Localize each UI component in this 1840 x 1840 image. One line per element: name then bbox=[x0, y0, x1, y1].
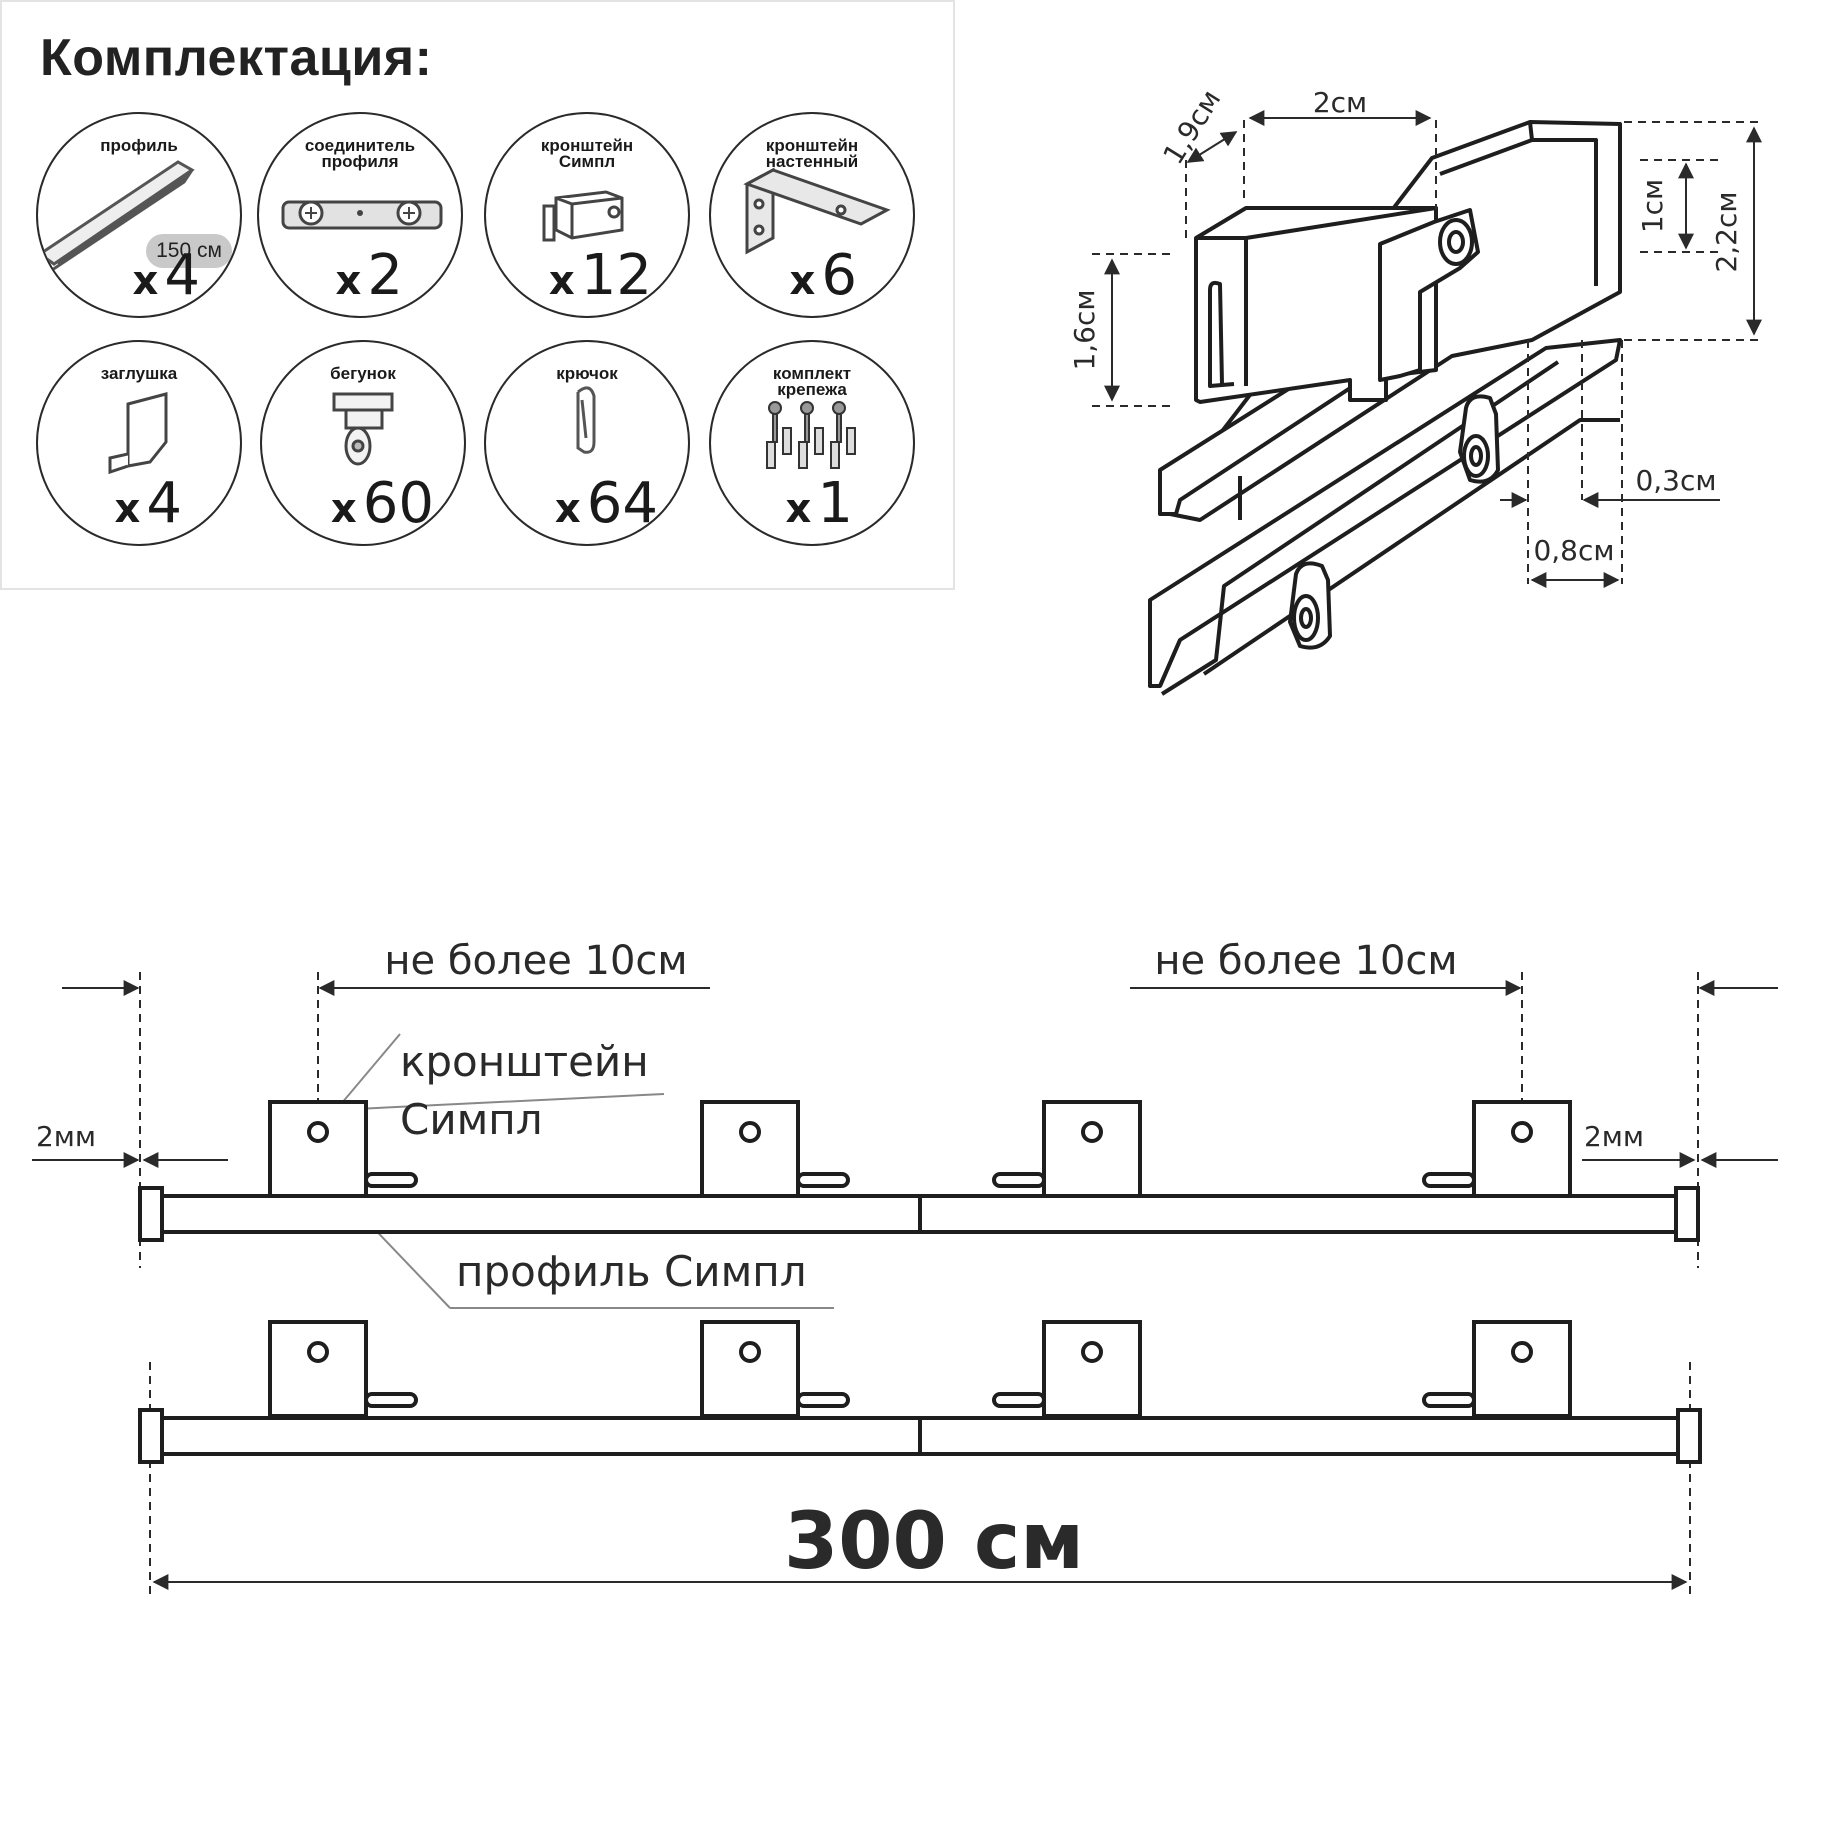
rail-upper bbox=[138, 1100, 1700, 1242]
fasteners-icon bbox=[766, 401, 856, 469]
bracket-upper-1 bbox=[268, 1100, 418, 1198]
item-label: кронштейн настенный bbox=[765, 136, 859, 171]
cross-section-dimensions bbox=[1092, 110, 1764, 588]
dim-height-label: 2,2см bbox=[1710, 191, 1743, 272]
total-length-label: 300 см bbox=[784, 1497, 1084, 1587]
gap-right-label: 2мм bbox=[1584, 1120, 1644, 1153]
item-label: соединитель профиля bbox=[304, 136, 416, 171]
gap-left-label: 2мм bbox=[36, 1120, 96, 1153]
rail-lower bbox=[138, 1320, 1702, 1464]
item-label: комплект крепежа bbox=[772, 364, 852, 399]
end-cap-icon bbox=[108, 392, 168, 475]
profile-label: профиль Симпл bbox=[456, 1247, 807, 1296]
dim-bracket-height-label: 1,6см bbox=[1068, 289, 1101, 370]
kit-title: Комплектация: bbox=[40, 29, 433, 87]
bracket-lower-1 bbox=[268, 1320, 418, 1418]
bracket-lower-4 bbox=[1422, 1320, 1572, 1418]
dim-channel-label: 1см bbox=[1636, 179, 1669, 233]
item-label: бегунок bbox=[330, 364, 396, 383]
max-gap-right-label: не более 10см bbox=[1154, 938, 1457, 984]
dim-gap-label: 0,3см bbox=[1635, 464, 1716, 497]
item-label: кронштейн Симпл bbox=[540, 136, 634, 171]
item-label: заглушка bbox=[100, 364, 178, 383]
bracket-label-line2: Симпл bbox=[400, 1095, 543, 1144]
dim-width-label: 2см bbox=[1313, 86, 1367, 119]
bracket-label-line1: кронштейн bbox=[400, 1037, 649, 1086]
bracket-upper-3 bbox=[992, 1100, 1142, 1198]
wall-bracket-icon bbox=[743, 167, 891, 255]
bracket-lower-2 bbox=[700, 1320, 850, 1418]
bracket-upper-2 bbox=[700, 1100, 850, 1198]
max-gap-left-label: не более 10см bbox=[384, 938, 687, 984]
length-badge: 150 см bbox=[146, 234, 232, 268]
cross-section-drawing bbox=[1148, 120, 1622, 696]
connector-icon bbox=[281, 200, 443, 230]
dim-slot-label: 0,8см bbox=[1533, 534, 1614, 567]
dim-depth-label: 1,9см bbox=[1156, 84, 1227, 170]
installation-labels: не более 10см не более 10см 2мм 2мм крон… bbox=[36, 938, 1644, 1587]
item-label: профиль bbox=[100, 136, 178, 155]
bracket-simpl-icon bbox=[542, 190, 624, 242]
runner-icon bbox=[332, 392, 394, 466]
bracket-upper-4 bbox=[1422, 1100, 1572, 1198]
installation-dimension-lines bbox=[32, 972, 1778, 1600]
bracket-lower-3 bbox=[992, 1320, 1142, 1418]
profile-icon bbox=[38, 160, 195, 276]
hook-icon bbox=[576, 386, 596, 454]
item-label: крючок bbox=[556, 364, 618, 383]
